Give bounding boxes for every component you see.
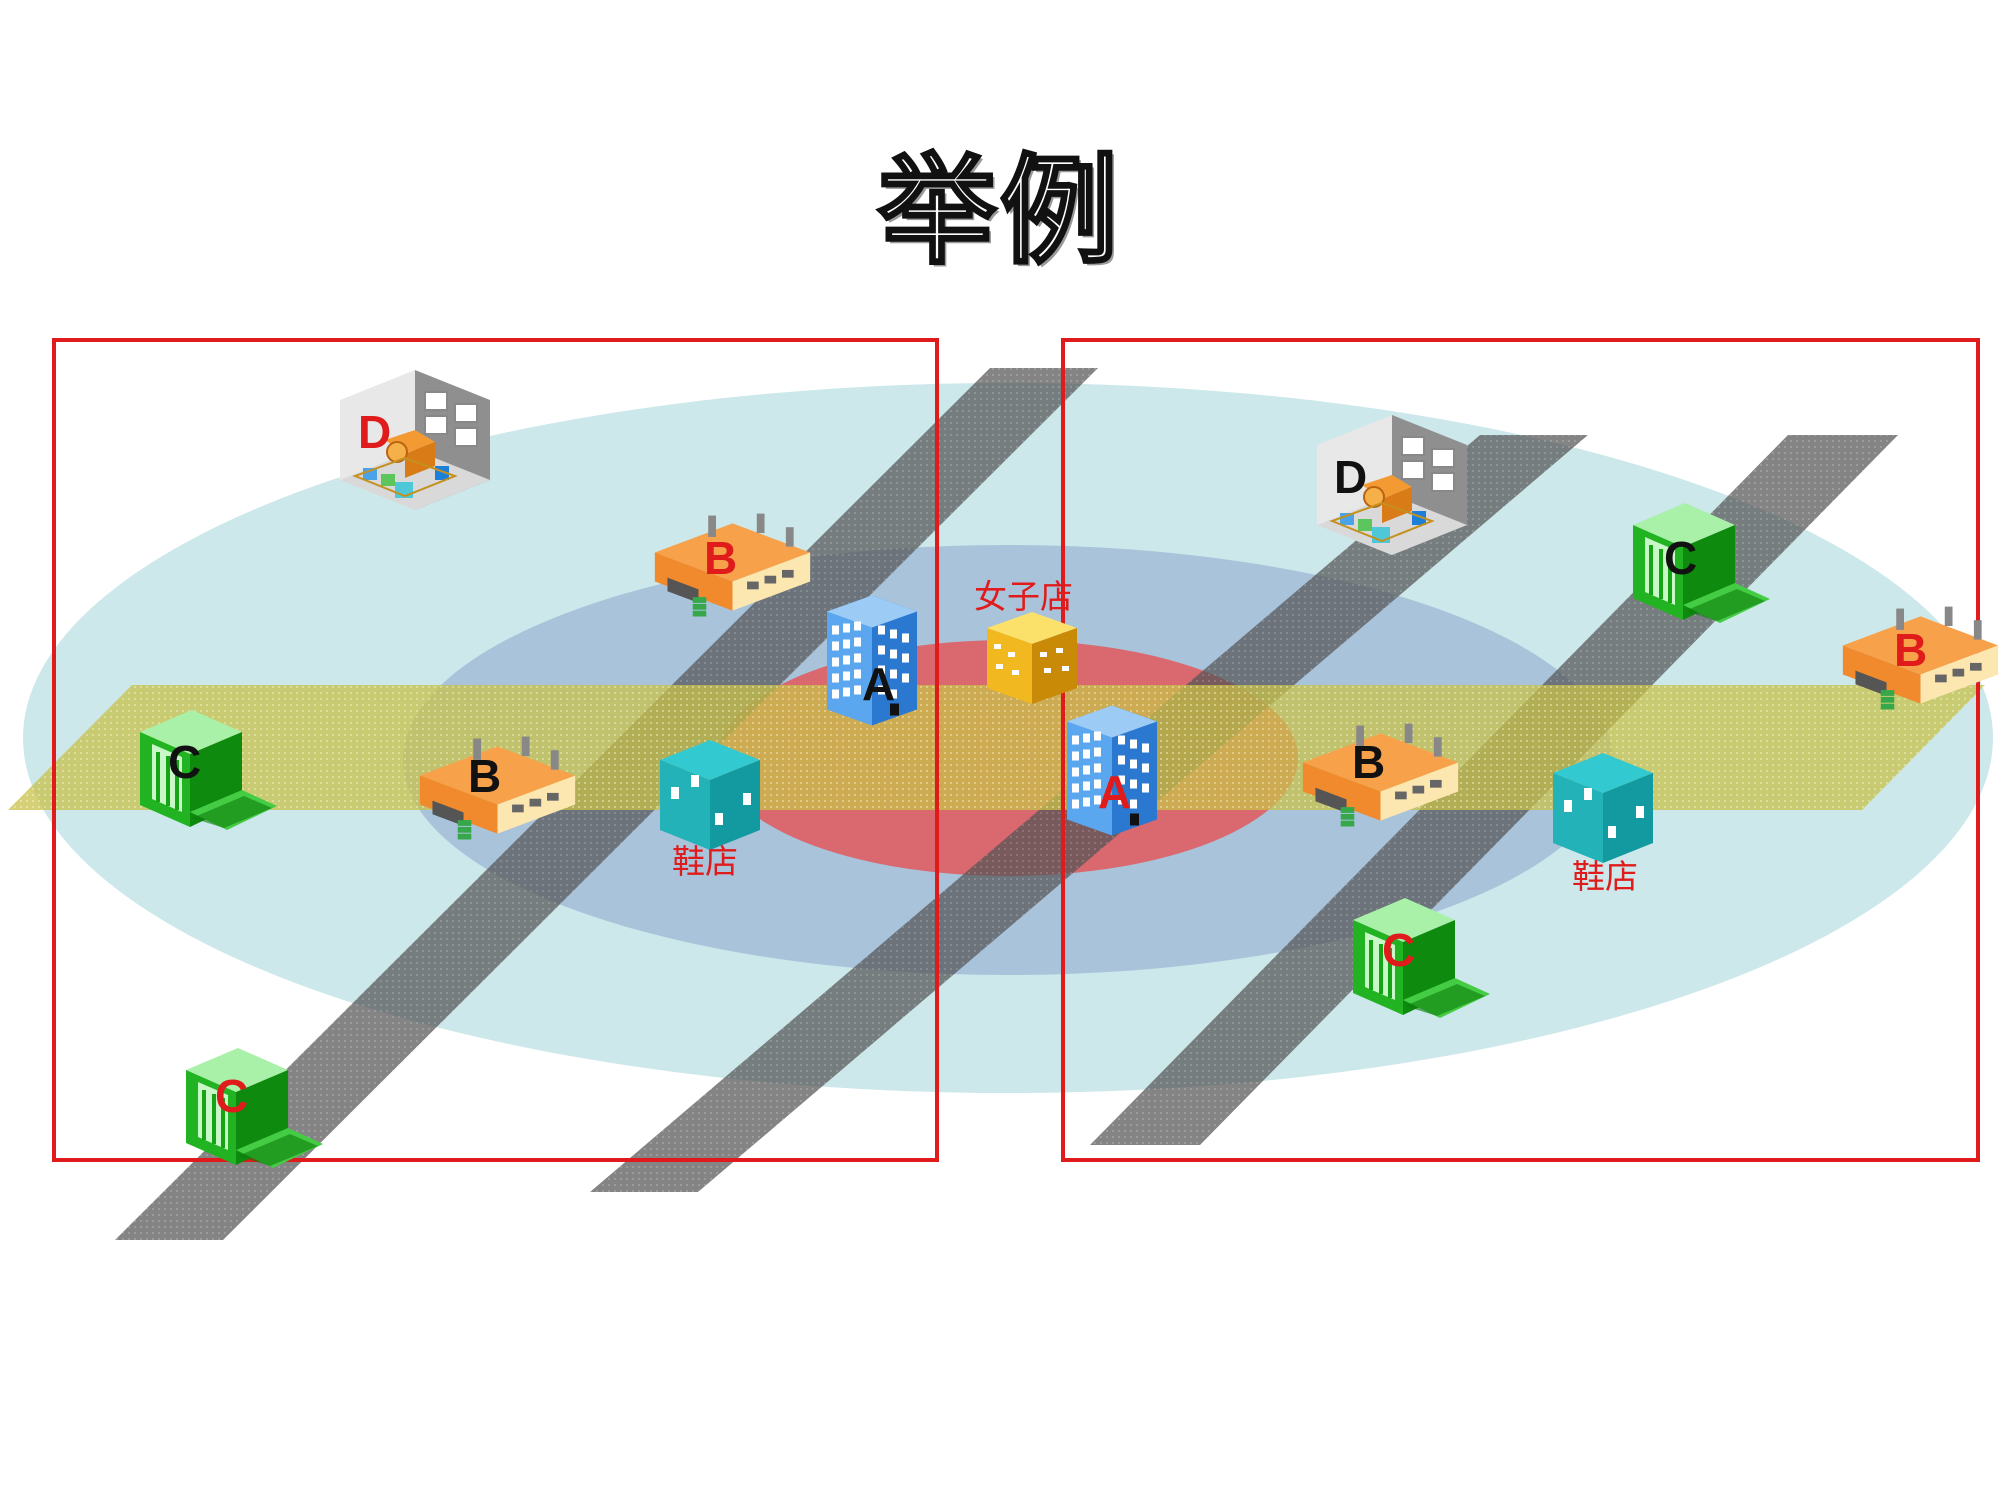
label-women-store: 女子店 (974, 577, 1073, 616)
main-street (8, 685, 1985, 810)
label-right-c-bottom: C (1382, 924, 1415, 976)
shop-cube-icon (660, 740, 760, 850)
label-right-a: A (1098, 766, 1131, 818)
label-left-c-bottom: C (215, 1070, 248, 1122)
label-right-b-mid: B (1352, 736, 1385, 788)
label-left-shoe-store: 鞋店 (672, 842, 738, 881)
label-right-shoe-store: 鞋店 (1572, 857, 1638, 896)
label-left-b-top: B (704, 532, 737, 584)
left-frame (52, 338, 939, 1162)
label-right-d: D (1334, 451, 1367, 503)
label-left-d: D (358, 406, 391, 458)
label-left-b-mid: B (468, 750, 501, 802)
right-frame (1061, 338, 1980, 1162)
label-left-c: C (168, 736, 201, 788)
shop-cube-icon (987, 612, 1077, 704)
shop-cube-icon (1553, 753, 1653, 863)
label-left-a: A (862, 658, 895, 710)
label-right-b: B (1894, 624, 1927, 676)
slide-title: 举例 (876, 140, 1122, 282)
label-right-c-top: C (1664, 532, 1697, 584)
